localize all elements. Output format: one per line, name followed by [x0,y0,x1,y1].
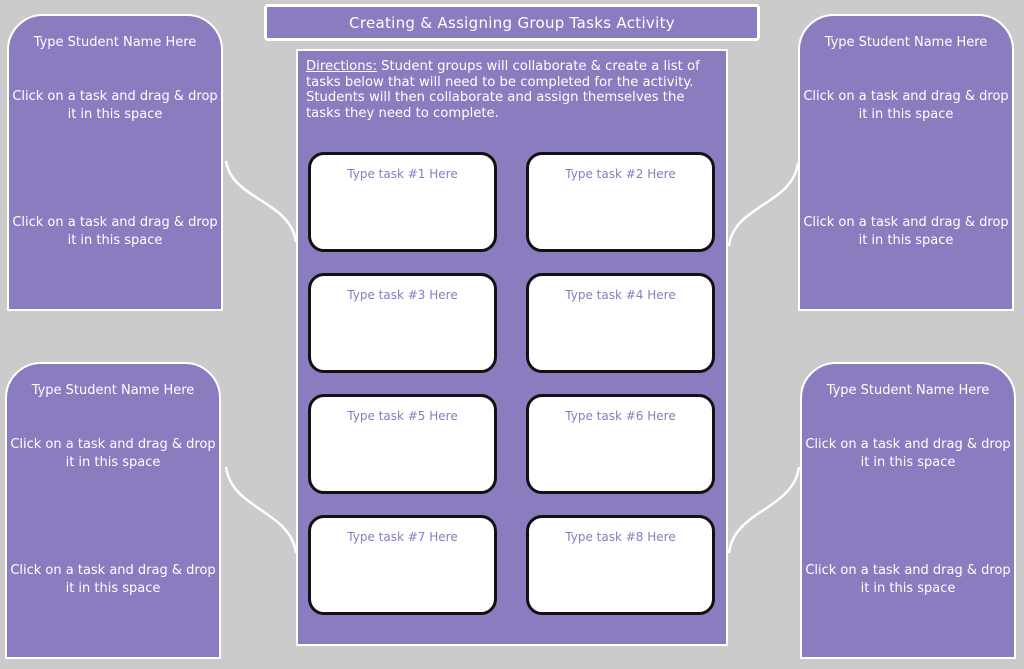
task-drop-zone[interactable]: Click on a task and drag & drop it in th… [803,89,1009,122]
connector-top-left [224,160,298,243]
activity-title: Creating & Assigning Group Tasks Activit… [264,4,760,41]
connector-bottom-right [727,466,801,554]
task-card-2[interactable]: Type task #2 Here [526,152,715,252]
student-card-bottom-right: Type Student Name Here Click on a task a… [800,362,1016,659]
task-card-3[interactable]: Type task #3 Here [308,273,497,373]
task-card-8[interactable]: Type task #8 Here [526,515,715,615]
connector-top-right [727,162,800,247]
task-panel: Directions: Student groups will collabor… [296,49,728,646]
student-name-field[interactable]: Type Student Name Here [826,383,990,398]
directions-body: Student groups will collaborate & create… [306,59,700,121]
task-card-5[interactable]: Type task #5 Here [308,394,497,494]
connector-bottom-left [224,466,298,554]
task-drop-zone[interactable]: Click on a task and drag & drop it in th… [803,215,1009,248]
student-card-bottom-left: Type Student Name Here Click on a task a… [5,362,221,659]
task-drop-zone[interactable]: Click on a task and drag & drop it in th… [12,89,218,122]
task-label[interactable]: Type task #5 Here [347,409,458,423]
task-label[interactable]: Type task #4 Here [565,288,676,302]
task-card-4[interactable]: Type task #4 Here [526,273,715,373]
directions-label: Directions: [306,59,377,74]
student-name-field[interactable]: Type Student Name Here [33,35,197,50]
task-drop-zone[interactable]: Click on a task and drag & drop it in th… [805,437,1011,470]
task-drop-zone[interactable]: Click on a task and drag & drop it in th… [805,563,1011,596]
task-label[interactable]: Type task #1 Here [347,167,458,181]
task-card-7[interactable]: Type task #7 Here [308,515,497,615]
task-drop-zone[interactable]: Click on a task and drag & drop it in th… [10,437,216,470]
student-name-field[interactable]: Type Student Name Here [824,35,988,50]
task-drop-zone[interactable]: Click on a task and drag & drop it in th… [10,563,216,596]
task-card-6[interactable]: Type task #6 Here [526,394,715,494]
task-label[interactable]: Type task #3 Here [347,288,458,302]
student-card-top-right: Type Student Name Here Click on a task a… [798,14,1014,311]
student-card-top-left: Type Student Name Here Click on a task a… [7,14,223,311]
student-name-field[interactable]: Type Student Name Here [31,383,195,398]
task-label[interactable]: Type task #7 Here [347,530,458,544]
task-drop-zone[interactable]: Click on a task and drag & drop it in th… [12,215,218,248]
directions-text: Directions: Student groups will collabor… [306,59,718,121]
activity-title-text: Creating & Assigning Group Tasks Activit… [349,13,675,32]
task-card-1[interactable]: Type task #1 Here [308,152,497,252]
task-label[interactable]: Type task #2 Here [565,167,676,181]
task-label[interactable]: Type task #6 Here [565,409,676,423]
task-label[interactable]: Type task #8 Here [565,530,676,544]
